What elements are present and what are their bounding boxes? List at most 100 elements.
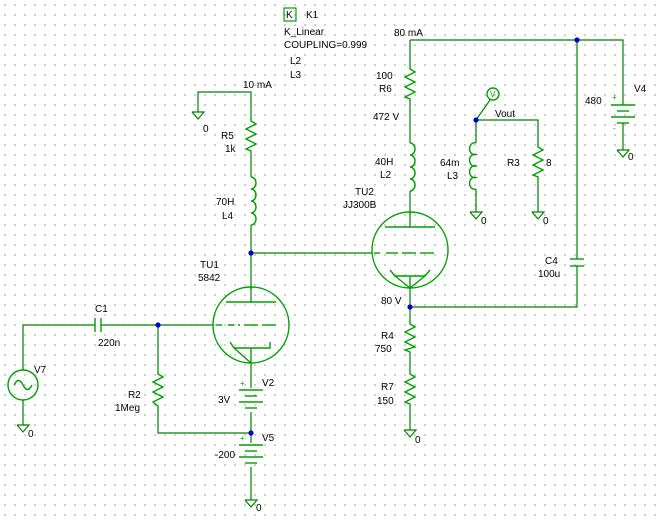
wire-v7-c1 [22, 324, 92, 368]
tu2-value: JJ300B [343, 200, 377, 211]
wire-secondary-top [475, 119, 539, 143]
junction-dot [574, 37, 580, 43]
ground-label: 0 [543, 216, 549, 227]
r7-value: 150 [377, 396, 394, 407]
resistor-r5[interactable] [244, 117, 258, 153]
capacitor-c4[interactable] [570, 255, 584, 270]
tube-tu2[interactable] [371, 211, 449, 289]
ground-r5 [191, 111, 206, 120]
v7-ref: V7 [34, 365, 47, 376]
ground-label: 0 [28, 429, 34, 440]
ground-r3 [531, 211, 546, 220]
resistors [151, 65, 545, 410]
wire-r2-bottom [157, 410, 251, 434]
wire-probe [475, 99, 491, 121]
coupling-value: COUPLING=0.999 [284, 40, 368, 51]
inductor-l3[interactable] [468, 142, 479, 190]
voltage-plate: 472 V [373, 112, 399, 123]
l3-ref: L3 [447, 171, 459, 182]
svg-text:+: + [612, 93, 617, 102]
c4-ref: C4 [545, 256, 558, 267]
r6-value: 100 [376, 71, 393, 82]
coupling-k1[interactable]: K [283, 7, 297, 22]
wire-r5-top [197, 91, 252, 117]
tu2-ref: TU2 [355, 187, 374, 198]
l3-value: 64m [440, 158, 459, 169]
l2-value: 40H [375, 157, 393, 168]
v5-ref: V5 [262, 433, 275, 444]
ground-label: 0 [203, 124, 209, 135]
ground-label: 0 [481, 216, 487, 227]
source-v5[interactable]: + [239, 434, 263, 464]
ground-r7 [403, 429, 418, 438]
wire-top-rail [410, 39, 624, 95]
inductors [250, 142, 479, 226]
source-v2[interactable]: + [239, 379, 263, 409]
c4-value: 100u [538, 269, 560, 280]
resistor-r7[interactable] [403, 370, 417, 406]
r3-ref: R3 [507, 158, 520, 169]
resistor-r3[interactable] [531, 143, 545, 179]
probe-marker: V [490, 90, 496, 99]
voltage-cathode: 80 V [381, 296, 402, 307]
coupling-model: K_Linear [284, 27, 325, 38]
source-v4[interactable]: + - [611, 93, 635, 133]
ground-label: 0 [415, 435, 421, 446]
resistor-r2[interactable] [151, 370, 165, 410]
r2-value: 1Meg [115, 403, 140, 414]
v4-value: 480 [585, 96, 602, 107]
capacitors [92, 255, 584, 332]
ground-l3 [469, 211, 484, 220]
coupling-inductor-a: L2 [290, 56, 302, 67]
capacitor-c1[interactable] [92, 318, 104, 332]
tu1-ref: TU1 [200, 260, 219, 271]
coupling-inductor-b: L3 [290, 70, 302, 81]
inductor-l4[interactable] [250, 176, 257, 226]
v5-value: -200 [215, 450, 235, 461]
r7-ref: R7 [381, 382, 394, 393]
r5-value: 1k [225, 144, 237, 155]
ground-label: 0 [628, 152, 634, 163]
tube-tu1[interactable] [212, 286, 290, 364]
r4-ref: R4 [381, 331, 394, 342]
v2-value: 3V [218, 395, 231, 406]
r3-value: 8 [546, 158, 552, 169]
svg-text:+: + [240, 434, 245, 443]
junction-dot [473, 117, 479, 123]
source-v7[interactable] [7, 368, 39, 402]
r6-ref: R6 [379, 84, 392, 95]
ground-v7 [16, 424, 31, 433]
c1-ref: C1 [95, 304, 108, 315]
junction-dot [248, 430, 254, 436]
resistor-r6[interactable] [403, 65, 417, 101]
coupling-name: K1 [306, 10, 319, 21]
junction-dot [407, 304, 413, 310]
v4-ref: V4 [634, 84, 647, 95]
wires [22, 39, 624, 500]
coupling-marker: K [286, 10, 293, 21]
current-top: 80 mA [394, 28, 423, 39]
ground-v4 [616, 149, 631, 158]
c1-value: 220n [98, 338, 120, 349]
ground-label: 0 [256, 503, 262, 514]
svg-text:+: + [240, 379, 245, 388]
r4-value: 750 [375, 344, 392, 355]
dc-sources: + - + + [239, 93, 635, 464]
voltage-probe-icon[interactable]: V [486, 87, 500, 101]
ground-v5 [244, 499, 259, 508]
inductor-l2[interactable] [409, 142, 416, 192]
svg-text:-: - [613, 124, 616, 133]
l4-value: 70H [216, 197, 234, 208]
resistor-r4[interactable] [402, 320, 417, 354]
junction-dot [155, 322, 161, 328]
l2-ref: L2 [380, 170, 392, 181]
junction-dot [248, 250, 254, 256]
r2-ref: R2 [128, 390, 141, 401]
junctions [155, 37, 580, 436]
labels: K1 K_Linear COUPLING=0.999 L2 L3 80 mA 1… [28, 10, 647, 514]
wire-c4-bottom [410, 270, 578, 308]
r5-ref: R5 [221, 131, 234, 142]
current-first-stage: 10 mA [243, 80, 272, 91]
grounds [16, 111, 631, 508]
